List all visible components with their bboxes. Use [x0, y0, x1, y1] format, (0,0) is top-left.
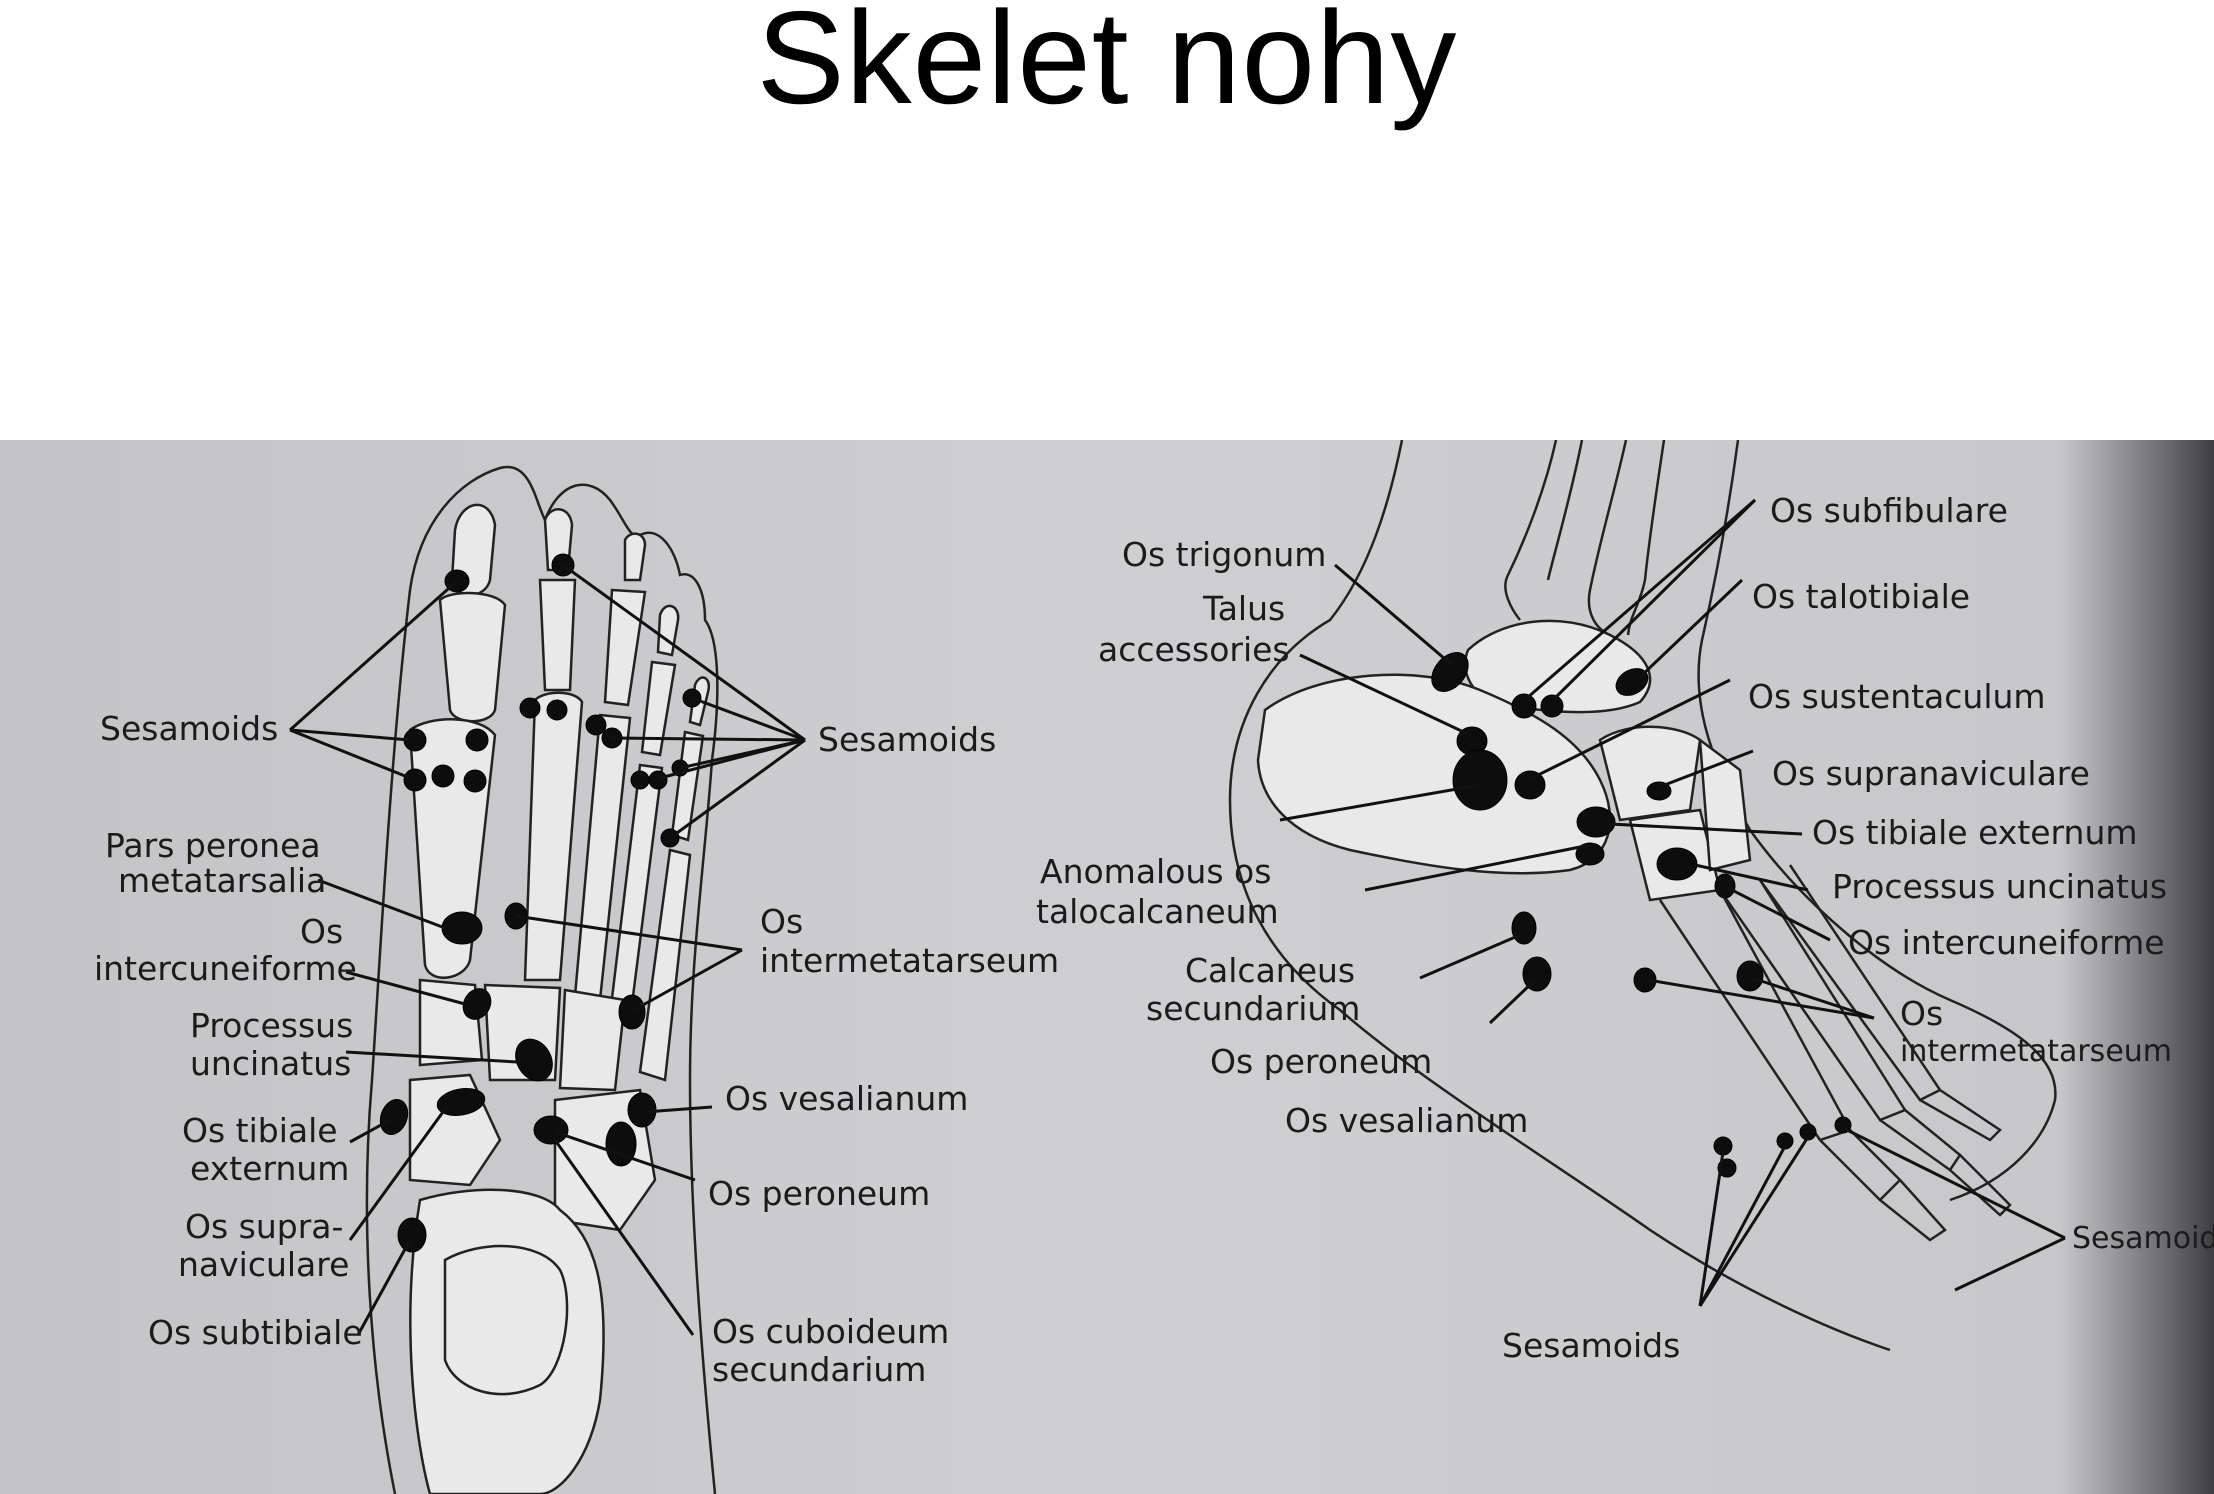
label-os-subtibiale: Os subtibiale [148, 1313, 363, 1352]
label-os-cuboideum-2: secundarium [712, 1350, 926, 1389]
label-anomalous-1: Anomalous os [1040, 852, 1271, 891]
label-processus-uncinatus-2: uncinatus [190, 1044, 351, 1083]
label-os-peroneum-right: Os peroneum [1210, 1042, 1432, 1081]
label-os-vesalianum: Os vesalianum [725, 1079, 968, 1118]
right-foot-ossicles [1431, 652, 1852, 1178]
label-os-intermetatarseum-right-1: Os [1900, 994, 1943, 1033]
label-os-supranaviculare-2: naviculare [178, 1245, 349, 1284]
label-os-intercuneiforme-right: Os intercuneiforme [1848, 923, 2165, 962]
label-processus-uncinatus-right: Processus uncinatus [1832, 867, 2167, 906]
label-talus-accessories-2: accessories [1098, 630, 1290, 669]
label-sesamoids-right: Sesamoids [818, 720, 996, 759]
label-anomalous-2: talocalcaneum [1036, 892, 1279, 931]
label-sesamoids-left: Sesamoids [100, 709, 278, 748]
label-os-intermetatarseum-right-2: intermetatarseum [1900, 1034, 2172, 1069]
left-foot-leader-lines [289, 563, 806, 1336]
foot-skeleton-figure: Sesamoids Sesamoids Pars peronea metatar… [0, 440, 2214, 1494]
figure-background [0, 440, 2214, 1494]
label-os-talotibiale: Os talotibiale [1752, 577, 1970, 616]
label-pars-peronea-1: Pars peronea [105, 826, 321, 865]
label-os-tibiale-externum-1: Os tibiale [182, 1111, 338, 1150]
label-calcaneus-sec-2: secundarium [1146, 989, 1360, 1028]
label-os-supranaviculare-1: Os supra- [185, 1207, 343, 1246]
label-os-tibiale-externum-2: externum [190, 1149, 349, 1188]
label-calcaneus-sec-1: Calcaneus [1185, 951, 1355, 990]
label-sesamoids-right-foot: Sesamoids [2072, 1221, 2214, 1256]
left-foot-outline [365, 465, 719, 1494]
label-os-sustentaculum: Os sustentaculum [1748, 677, 2046, 716]
label-pars-peronea-2: metatarsalia [118, 861, 326, 900]
label-talus-accessories-1: Talus [1202, 589, 1285, 628]
label-os-peroneum: Os peroneum [708, 1174, 930, 1213]
label-os-intermetatarseum-2: intermetatarseum [760, 941, 1059, 980]
label-os-subfibulare: Os subfibulare [1770, 491, 2008, 530]
label-os-tibiale-externum-right: Os tibiale externum [1812, 813, 2138, 852]
left-foot-labels: Sesamoids Sesamoids Pars peronea metatar… [94, 709, 1059, 1389]
slide-title: Skelet nohy [756, 0, 1458, 131]
label-os-intercuneiforme-2: intercuneiforme [94, 949, 357, 988]
label-sesamoids-bottom: Sesamoids [1502, 1326, 1680, 1365]
label-os-trigonum: Os trigonum [1122, 535, 1326, 574]
right-foot-drawing [1228, 440, 2057, 1352]
label-processus-uncinatus-1: Processus [190, 1006, 353, 1045]
label-os-intercuneiforme-1: Os [300, 912, 343, 951]
right-foot-labels: Os trigonum Talus accessories Anomalous … [1036, 491, 2214, 1365]
right-foot-leader-lines [1279, 498, 2066, 1307]
left-foot-ossicles [379, 553, 702, 1253]
label-os-intermetatarseum-1: Os [760, 902, 803, 941]
label-os-cuboideum-1: Os cuboideum [712, 1312, 949, 1351]
label-os-vesalianum-right: Os vesalianum [1285, 1101, 1528, 1140]
label-os-supranaviculare-right: Os supranaviculare [1772, 754, 2090, 793]
